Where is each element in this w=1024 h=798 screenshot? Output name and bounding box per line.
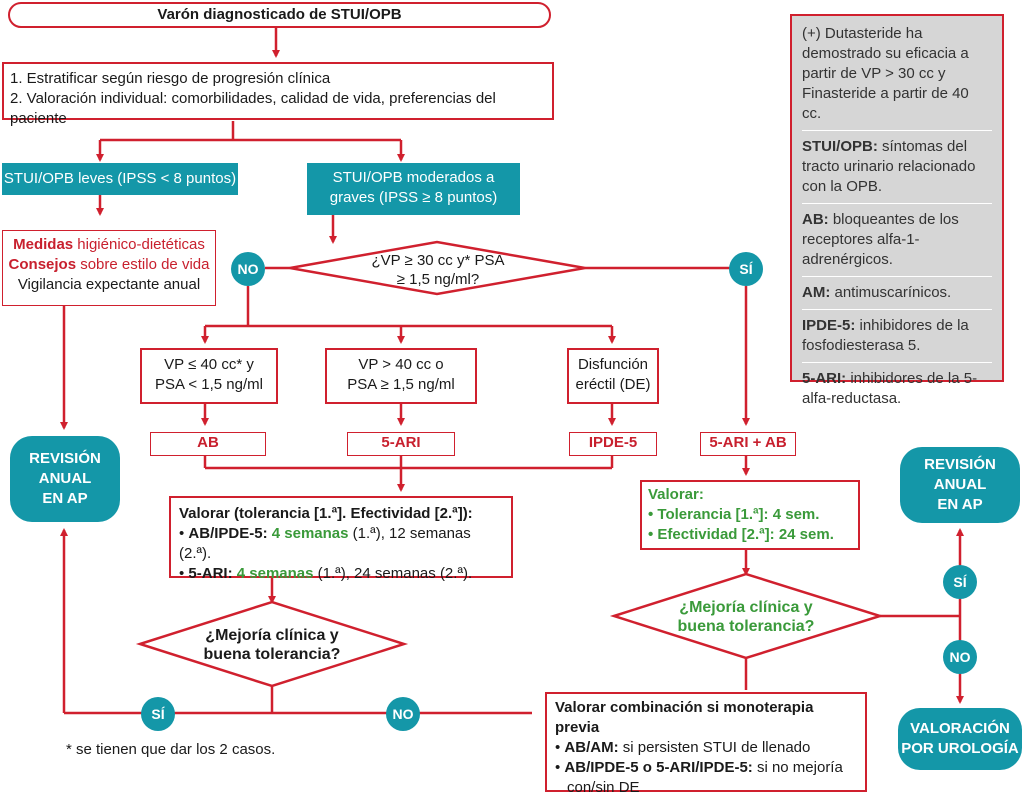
decision-diamond-right [609,572,885,660]
assess-combination-box: Valorar: • Tolerancia [1.ª]: 4 sem. • Ef… [640,480,860,550]
annual-review-right: REVISIÓN ANUAL EN AP [900,447,1020,523]
annual-review-left: REVISIÓN ANUAL EN AP [10,436,120,522]
condition-high-vp: VP > 40 cc o PSA ≥ 1,5 ng/ml [325,348,477,404]
no-badge-top: NO [231,252,265,286]
legend-5ari: 5-ARI: inhibidores de la 5-alfa-reductas… [802,370,978,407]
si-badge-right: SÍ [943,565,977,599]
footnote: * se tienen que dar los 2 casos. [66,741,276,758]
question-improvement-right: ¿Mejoría clínica y buena tolerancia? [677,599,815,635]
treatment-5ari: 5-ARI [347,432,455,456]
step-2: 2. Valoración individual: comorbilidades… [10,90,496,127]
start-box: Varón diagnosticado de STUI/OPB [8,2,551,28]
treatment-combination: 5-ARI + AB [700,432,796,456]
legend-panel: (+) Dutasteride ha demostrado su eficaci… [790,14,1004,407]
assess-monotherapy-box: Valorar (tolerancia [1.ª]. Efectividad [… [169,496,513,582]
si-badge-top: SÍ [729,252,763,286]
legend-am: AM: antimuscarínicos. [802,283,992,310]
condition-low-vp: VP ≤ 40 cc* y PSA < 1,5 ng/ml [140,348,278,404]
treatment-ab: AB [150,432,266,456]
si-badge-left: SÍ [141,697,175,731]
urology-referral: VALORACIÓN POR UROLOGÍA [898,708,1022,770]
step-1: 1. Estratificar según riesgo de progresi… [10,70,331,87]
lifestyle-measures-box: Medidas higiénico-dietéticas Consejos so… [2,230,216,306]
decision-diamond-vp-psa [289,240,586,296]
legend-stui: STUI/OPB: síntomas del tracto urinario r… [802,137,992,204]
step-box: 1. Estratificar según riesgo de progresi… [2,62,554,127]
no-badge-left: NO [386,697,420,731]
combination-therapy-box: Valorar combinación si monoterapia previ… [545,692,867,796]
condition-ed: Disfunción eréctil (DE) [567,348,659,404]
legend-dutasteride: (+) Dutasteride ha demostrado su eficaci… [802,24,992,131]
legend-ipde5: IPDE-5: inhibidores de la fosfodiesteras… [802,316,992,363]
no-badge-right: NO [943,640,977,674]
question-improvement-left: ¿Mejoría clínica y buena tolerancia? [203,627,341,663]
decision-diamond-left [135,600,409,688]
question-vp-psa: ¿VP ≥ 30 cc y* PSA ≥ 1,5 ng/ml? [371,252,505,288]
treatment-ipde5: IPDE-5 [569,432,657,456]
mild-symptoms: STUI/OPB leves (IPSS < 8 puntos) [2,163,238,195]
legend-ab: AB: bloqueantes de los receptores alfa-1… [802,210,992,277]
moderate-severe-symptoms: STUI/OPB moderados a graves (IPSS ≥ 8 pu… [307,163,520,215]
